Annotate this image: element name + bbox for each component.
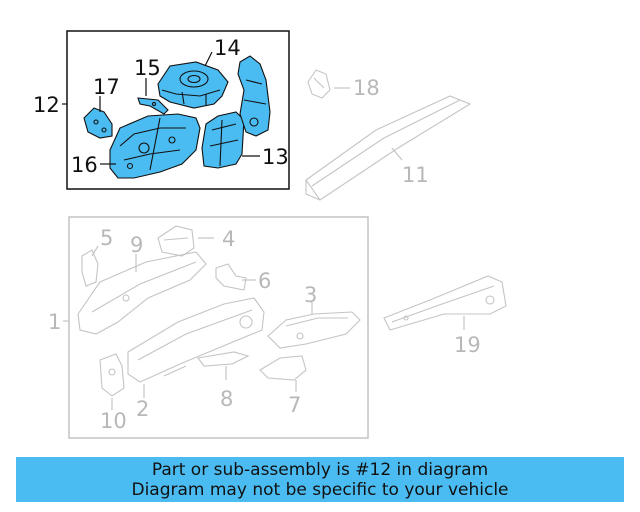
part-6-bracket[interactable] xyxy=(215,263,247,291)
callout-1[interactable]: 1 xyxy=(48,310,61,334)
callout-13[interactable]: 13 xyxy=(262,145,289,169)
callout-14-leader xyxy=(204,51,213,67)
callout-18[interactable]: 18 xyxy=(353,76,380,100)
callout-7[interactable]: 7 xyxy=(288,393,301,417)
callout-2[interactable]: 2 xyxy=(136,397,149,421)
assembly-1-frame xyxy=(68,216,369,439)
part-16-wheelhouse[interactable] xyxy=(109,113,201,179)
part-7-bracket[interactable] xyxy=(259,355,307,381)
callout-15[interactable]: 15 xyxy=(134,56,161,80)
part-19-rear-rail[interactable] xyxy=(383,275,507,331)
part-18-clip[interactable] xyxy=(307,69,331,99)
part-5-gusset[interactable] xyxy=(81,249,99,287)
callout-12[interactable]: 12 xyxy=(33,93,60,117)
part-13-pillar[interactable] xyxy=(237,55,271,137)
banner-line-1: Part or sub-assembly is #12 in diagram xyxy=(151,459,489,480)
callout-5-leader xyxy=(91,245,99,257)
part-9-apron[interactable] xyxy=(77,251,207,335)
part-8-strip[interactable] xyxy=(197,351,250,367)
part-14-shock-tower[interactable] xyxy=(157,61,229,109)
info-banner: Part or sub-assembly is #12 in diagram D… xyxy=(16,457,624,502)
part-4-bracket[interactable] xyxy=(157,225,195,257)
callout-6[interactable]: 6 xyxy=(258,269,271,293)
callout-19[interactable]: 19 xyxy=(454,333,481,357)
callout-11[interactable]: 11 xyxy=(402,163,429,187)
part-13-side-panel[interactable] xyxy=(201,111,245,169)
part-17-gusset[interactable] xyxy=(83,107,113,139)
assembly-12-frame xyxy=(66,30,290,190)
callout-9[interactable]: 9 xyxy=(130,233,143,257)
callout-17[interactable]: 17 xyxy=(93,75,120,99)
part-2-frame-rail[interactable] xyxy=(127,297,265,383)
part-10-plate[interactable] xyxy=(99,353,125,397)
callout-10[interactable]: 10 xyxy=(100,409,127,433)
banner-line-2: Diagram may not be specific to your vehi… xyxy=(131,479,509,500)
part-3-rear-bracket[interactable] xyxy=(267,311,361,349)
callout-5[interactable]: 5 xyxy=(100,226,113,250)
part-11-rail[interactable] xyxy=(305,95,472,201)
callout-4[interactable]: 4 xyxy=(222,227,235,251)
callout-16[interactable]: 16 xyxy=(71,153,98,177)
callout-14[interactable]: 14 xyxy=(214,36,241,60)
callout-8[interactable]: 8 xyxy=(220,387,233,411)
part-15-bracket[interactable] xyxy=(137,97,169,115)
callout-3[interactable]: 3 xyxy=(304,283,317,307)
callout-11-leader xyxy=(391,147,403,161)
